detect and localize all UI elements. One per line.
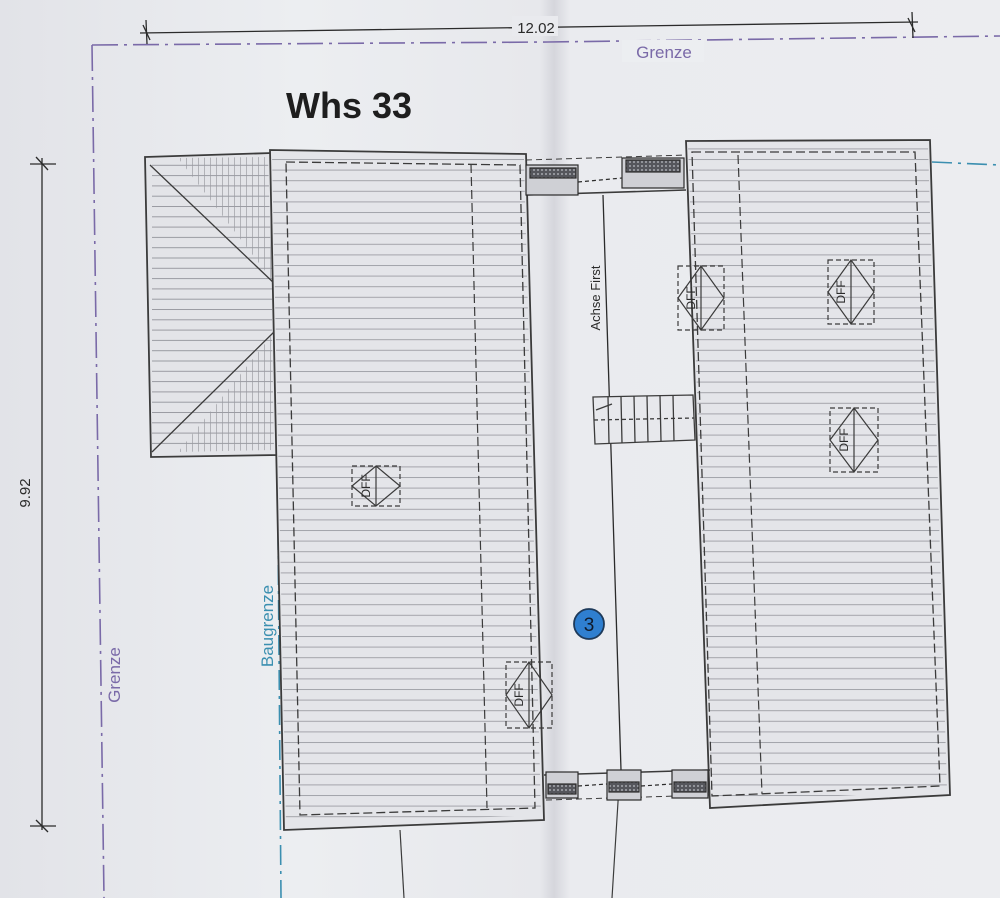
skylight-dff-5	[829, 407, 879, 473]
staircase	[592, 394, 696, 445]
dimension-top-label-bg	[512, 16, 558, 36]
main-roof-right	[685, 139, 951, 809]
ridge-axis-line	[602, 194, 622, 771]
skylight-dff-4	[827, 258, 875, 326]
skylight-dff-2	[505, 660, 553, 730]
main-roof-left	[269, 149, 545, 831]
solar-panels	[525, 157, 709, 801]
skylight-label-4: DFF	[834, 280, 848, 303]
dimension-top-label: 12.02	[517, 20, 555, 37]
plan-title: Whs 33	[286, 85, 412, 126]
skylight-dff-3	[677, 264, 725, 332]
grenze-top-label: Grenze	[636, 43, 692, 62]
baugrenze-label: Baugrenze	[258, 585, 277, 667]
skylight-label-1: DFF	[359, 474, 373, 497]
dimension-left	[30, 156, 56, 833]
skylight-dff-1	[351, 465, 401, 507]
marker-3: 3	[573, 608, 605, 640]
ridge-axis-label: Achse First	[588, 265, 603, 330]
grenze-left-label: Grenze	[105, 647, 124, 703]
skylight-label-2: DFF	[512, 683, 526, 706]
skylight-label-3: DFF	[684, 286, 698, 309]
grenze-top-label-bg	[622, 40, 704, 62]
skylight-label-5: DFF	[837, 428, 851, 451]
dimension-left-label: 9.92	[17, 478, 34, 507]
left-annex-roof	[144, 152, 279, 458]
marker-3-label: 3	[584, 615, 595, 636]
grenze-boundary	[91, 35, 1000, 898]
